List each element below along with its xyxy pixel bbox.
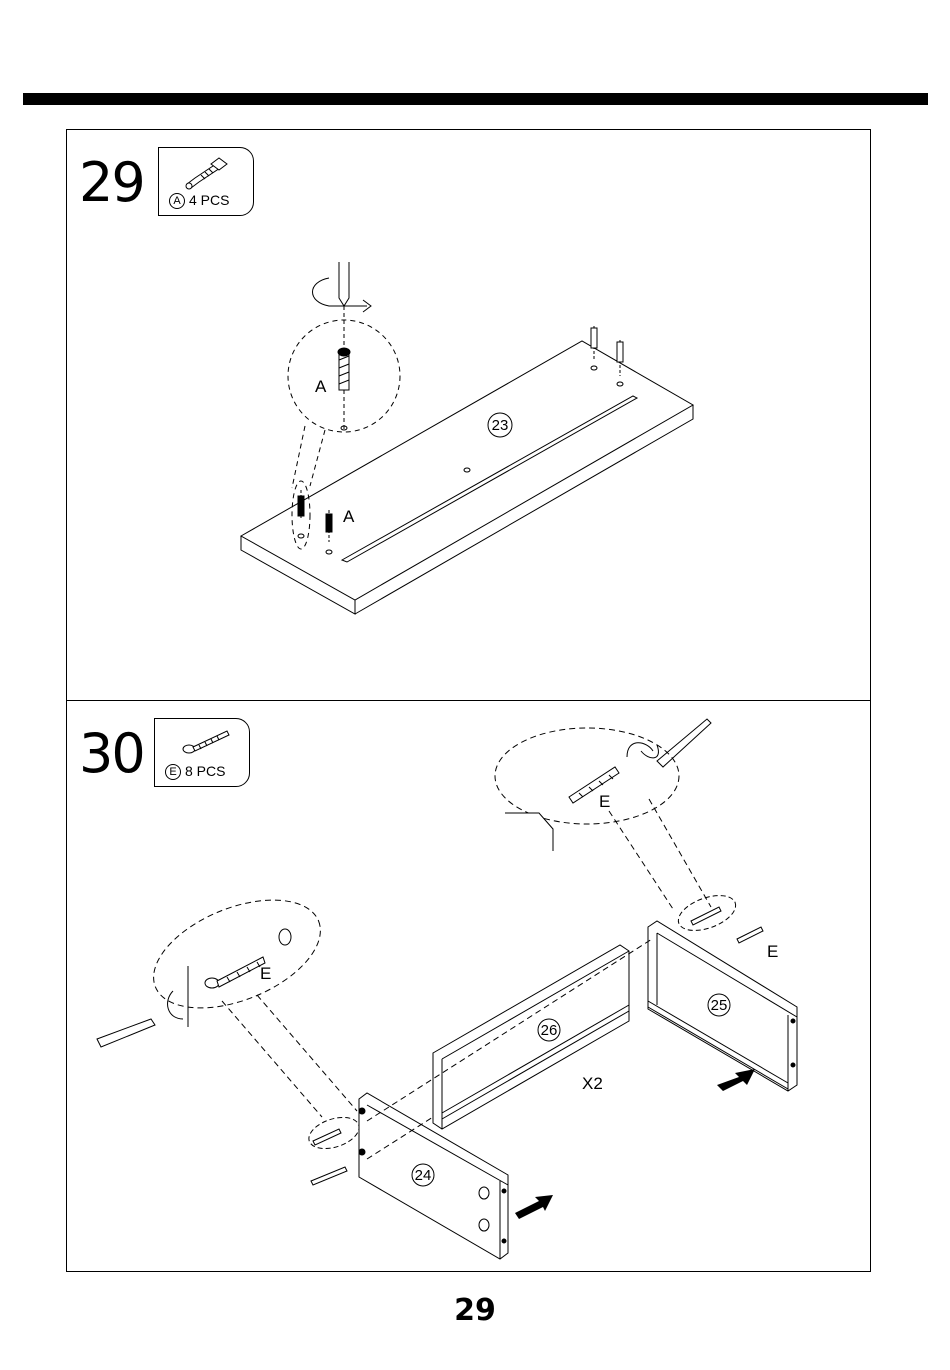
multiplier-label: X2 bbox=[582, 1074, 603, 1093]
step-29-illustration: A A 23 bbox=[67, 130, 870, 701]
screw-detail bbox=[569, 767, 619, 803]
screwdriver bbox=[313, 262, 372, 430]
page-number: 29 bbox=[0, 1293, 950, 1328]
callout-label: A bbox=[343, 507, 355, 526]
callout-label: A bbox=[315, 377, 327, 396]
detail-ellipse bbox=[495, 728, 679, 824]
screwdriver bbox=[97, 991, 183, 1047]
part-number: 23 bbox=[492, 417, 509, 434]
callout-label: E bbox=[260, 964, 271, 983]
screw-detail bbox=[205, 957, 265, 988]
part-number: 25 bbox=[711, 997, 728, 1014]
part-number: 24 bbox=[415, 1167, 432, 1184]
direction-arrow bbox=[717, 1069, 755, 1091]
header-rule bbox=[23, 93, 928, 105]
screwdriver bbox=[627, 719, 711, 767]
cam-bolt-detail bbox=[338, 348, 350, 430]
callout-label: E bbox=[599, 792, 610, 811]
callout-label: E bbox=[767, 942, 778, 961]
part-number: 26 bbox=[541, 1022, 558, 1039]
step-30-illustration: E E E X2 26 25 24 bbox=[67, 701, 870, 1271]
direction-arrow bbox=[515, 1195, 553, 1219]
panel-23 bbox=[241, 341, 693, 600]
